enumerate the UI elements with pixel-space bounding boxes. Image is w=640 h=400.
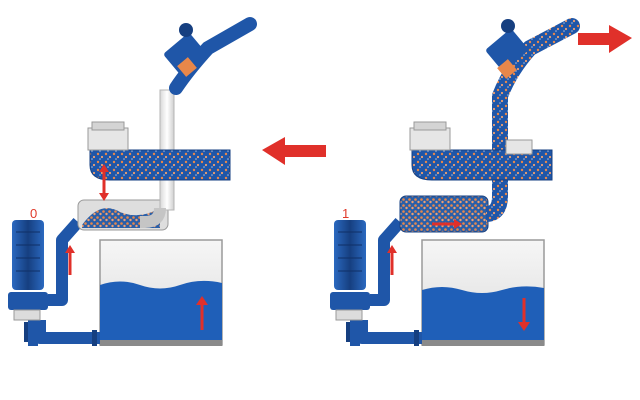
- tank-level-arrow-up: [196, 296, 208, 330]
- state-1-diagram: 1: [330, 18, 632, 346]
- flow-arrow-up: [65, 245, 75, 275]
- state-label-0: 0: [30, 206, 37, 221]
- state-0-diagram: 0: [8, 17, 326, 346]
- butterfly-valve-icon: [486, 19, 528, 79]
- flow-arrow-down: [99, 164, 109, 201]
- tank-level-arrow-down: [518, 298, 530, 331]
- direction-arrow-right: [578, 25, 632, 53]
- storage-tank-icon: [421, 239, 545, 346]
- flow-arrow-right: [432, 219, 462, 229]
- hopper-line: [87, 121, 231, 181]
- pump-motor-icon: [8, 220, 48, 321]
- storage-tank-icon: [99, 239, 223, 346]
- state-label-1: 1: [342, 206, 349, 221]
- butterfly-valve-icon: [164, 23, 206, 77]
- separator-chamber: [399, 195, 489, 233]
- direction-arrow-left: [262, 137, 326, 165]
- pump-motor-icon: [330, 220, 370, 321]
- flow-arrow-up: [387, 245, 397, 275]
- hopper-line: [409, 121, 553, 181]
